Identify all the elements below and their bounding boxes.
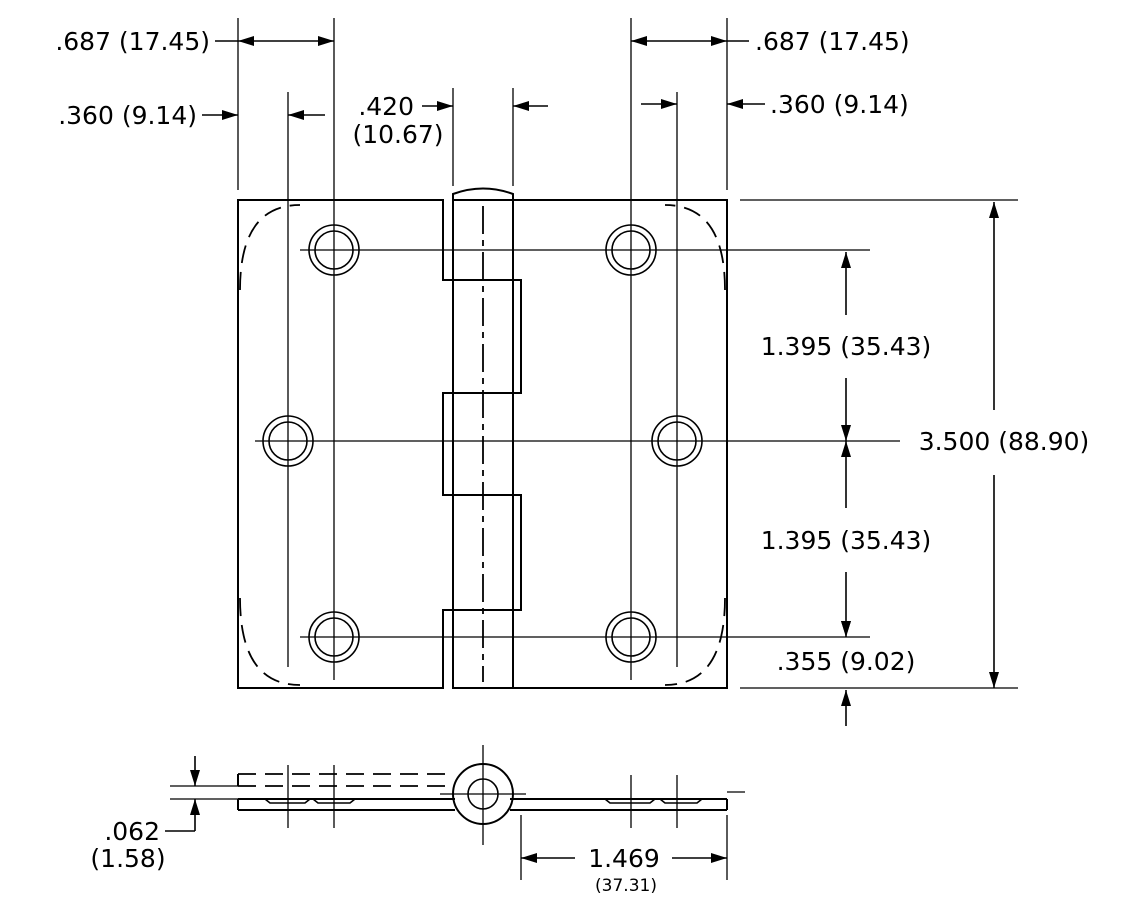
dim-label-bottom-355: .355 (9.02): [777, 647, 916, 676]
dimension-top-left-687: .687 (17.45): [55, 27, 334, 56]
dimension-top-right-360: .360 (9.14): [641, 90, 909, 119]
rounded-corner-hidden-lines: [239, 204, 726, 686]
dim-label-top-left-687: .687 (17.45): [55, 27, 210, 56]
dimension-overall-3500: 3.500 (88.90): [919, 202, 1090, 688]
dim-label-leaf-1469: 1.469: [588, 844, 660, 873]
dimension-top-left-360: .360 (9.14): [58, 101, 325, 130]
knuckle-strip: [452, 199, 514, 689]
dim-label-knuckle-420-mm: (10.67): [352, 120, 443, 149]
dim-label-knuckle-420: .420: [358, 92, 414, 121]
dimension-leaf-1469: 1.469 (37.31): [521, 844, 727, 896]
hinge-side-view: [170, 745, 745, 880]
dim-label-overall-3500: 3.500 (88.90): [919, 427, 1090, 456]
dimension-top-right-687: .687 (17.45): [631, 27, 910, 56]
dim-label-top-right-360: .360 (9.14): [770, 90, 909, 119]
dimension-bottom-355: .355 (9.02): [777, 621, 916, 726]
dimension-upper-1395: 1.395 (35.43): [761, 252, 932, 441]
dim-label-upper-1395: 1.395 (35.43): [761, 332, 932, 361]
dim-label-leaf-1469-mm: (37.31): [595, 876, 657, 896]
dim-label-lower-1395: 1.395 (35.43): [761, 526, 932, 555]
pin-cap: [452, 187, 514, 200]
dim-label-thickness-062: .062: [104, 817, 160, 846]
dim-label-top-right-687: .687 (17.45): [755, 27, 910, 56]
dimension-lower-1395: 1.395 (35.43): [761, 441, 932, 637]
dim-label-top-left-360: .360 (9.14): [58, 101, 197, 130]
dimension-thickness-062: .062 (1.58): [90, 756, 200, 873]
dim-label-thickness-062-mm: (1.58): [90, 844, 165, 873]
hinge-front-view: [237, 18, 1018, 689]
screw-holes: [262, 224, 703, 663]
dimension-knuckle-420: .420 (10.67): [352, 92, 548, 149]
